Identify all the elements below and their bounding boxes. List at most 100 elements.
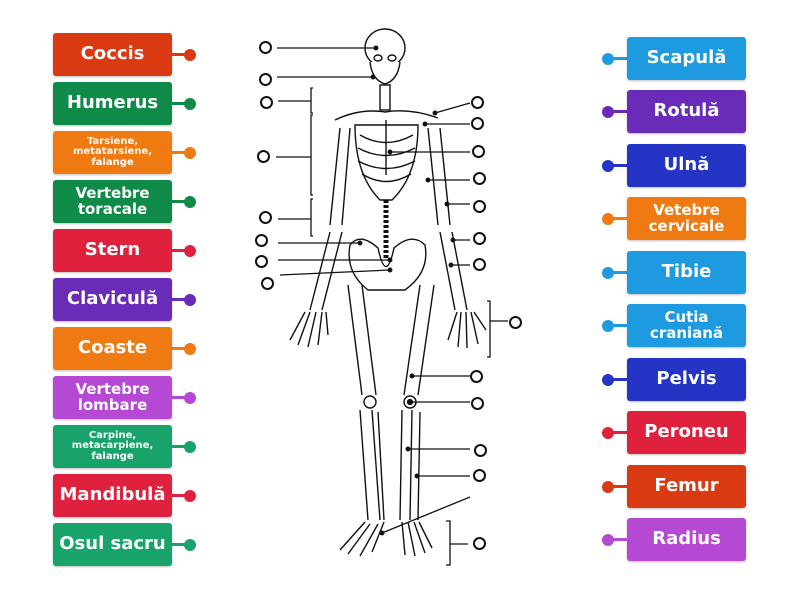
label-card-text: Vertebre lombare (75, 379, 150, 414)
connector-dot-icon[interactable] (602, 320, 614, 332)
label-card-vetebre-cervicale[interactable]: Vetebre cervicale (602, 197, 746, 240)
drop-target-circle-icon[interactable] (259, 73, 272, 86)
label-card-ulna[interactable]: Ulnă (602, 144, 746, 187)
drop-target-circle-icon[interactable] (509, 316, 522, 329)
label-card-mandibula[interactable]: Mandibulă (53, 474, 196, 517)
connector-line (172, 151, 188, 154)
label-card-coaste[interactable]: Coaste (53, 327, 196, 370)
drop-target-circle-icon[interactable] (473, 537, 486, 550)
label-card-vertebre-lombare[interactable]: Vertebre lombare (53, 376, 196, 419)
connector-dot-icon[interactable] (184, 49, 196, 61)
connector-line (172, 347, 188, 350)
drop-target-circle-icon[interactable] (474, 444, 487, 457)
connector-dot-icon[interactable] (602, 213, 614, 225)
drop-target-circle-icon[interactable] (470, 370, 483, 383)
label-card-text: Humerus (66, 92, 159, 114)
connector-dot-icon[interactable] (602, 160, 614, 172)
drop-target-circle-icon[interactable] (255, 255, 268, 268)
label-card-text: Vertebre toracale (75, 183, 150, 218)
label-card-pelvis[interactable]: Pelvis (602, 358, 746, 401)
connector-dot-icon[interactable] (184, 98, 196, 110)
connector-dot-icon[interactable] (184, 196, 196, 208)
label-card-text: Femur (654, 475, 719, 497)
label-card-cutia-craniana[interactable]: Cutia craniană (602, 304, 746, 347)
connector-line (172, 298, 188, 301)
label-card-text: Radius (652, 528, 721, 550)
label-card-text: Osul sacru (59, 533, 166, 555)
label-card-text: Vetebre cervicale (648, 200, 725, 235)
label-card-tibie[interactable]: Tibie (602, 251, 746, 294)
label-card-text: Pelvis (656, 368, 717, 390)
label-card-text: Coaste (77, 337, 148, 359)
connector-dot-icon[interactable] (602, 427, 614, 439)
drop-target-circle-icon[interactable] (473, 200, 486, 213)
connector-line (172, 396, 188, 399)
label-card-text: Stern (84, 239, 141, 261)
label-card-osul-sacru[interactable]: Osul sacru (53, 523, 196, 566)
label-card-femur[interactable]: Femur (602, 465, 746, 508)
label-card-tarsiene-metatarsiene-falange[interactable]: Tarsiene, metatarsiene, falange (53, 131, 196, 174)
connector-dot-icon[interactable] (602, 481, 614, 493)
skeleton-diagram (276, 28, 508, 566)
label-card-humerus[interactable]: Humerus (53, 82, 196, 125)
connector-line (611, 324, 627, 327)
label-card-text: Coccis (80, 43, 145, 65)
label-card-text: Carpine, metacarpiene, falange (71, 429, 154, 462)
connector-dot-icon[interactable] (602, 53, 614, 65)
connector-line (172, 543, 188, 546)
drop-target-circle-icon[interactable] (471, 117, 484, 130)
drop-target-circle-icon[interactable] (472, 145, 485, 158)
label-card-text: Rotulă (653, 100, 720, 122)
label-card-text: Scapulă (646, 47, 727, 69)
drop-target-circle-icon[interactable] (471, 397, 484, 410)
skeleton-outline (289, 28, 487, 557)
label-card-rotula[interactable]: Rotulă (602, 90, 746, 133)
label-card-stern[interactable]: Stern (53, 229, 196, 272)
label-card-text: Claviculă (66, 288, 159, 310)
connector-dot-icon[interactable] (184, 441, 196, 453)
label-card-clavicula[interactable]: Claviculă (53, 278, 196, 321)
drop-target-circle-icon[interactable] (259, 41, 272, 54)
connector-dot-icon[interactable] (184, 539, 196, 551)
drop-target-circle-icon[interactable] (255, 234, 268, 247)
drop-target-circle-icon[interactable] (261, 277, 274, 290)
drop-target-circle-icon[interactable] (257, 150, 270, 163)
connector-dot-icon[interactable] (184, 392, 196, 404)
label-card-text: Peroneu (644, 421, 729, 443)
connector-line (611, 431, 627, 434)
connector-line (172, 249, 188, 252)
drop-target-circle-icon[interactable] (471, 96, 484, 109)
connector-dot-icon[interactable] (184, 245, 196, 257)
leader-lines (276, 45, 508, 566)
drop-target-circle-icon[interactable] (259, 211, 272, 224)
drop-target-circle-icon[interactable] (473, 172, 486, 185)
drop-target-circle-icon[interactable] (473, 469, 486, 482)
label-card-carpine-metacarpiene-falange[interactable]: Carpine, metacarpiene, falange (53, 425, 196, 468)
label-card-text: Cutia craniană (649, 307, 724, 342)
label-card-radius[interactable]: Radius (602, 518, 746, 561)
label-card-text: Tarsiene, metatarsiene, falange (72, 135, 153, 168)
connector-line (172, 53, 188, 56)
connector-line (611, 217, 627, 220)
connector-dot-icon[interactable] (602, 374, 614, 386)
drop-target-circle-icon[interactable] (473, 258, 486, 271)
connector-line (611, 378, 627, 381)
connector-line (611, 485, 627, 488)
connector-line (611, 271, 627, 274)
connector-line (611, 164, 627, 167)
connector-line (172, 494, 188, 497)
label-card-vertebre-toracale[interactable]: Vertebre toracale (53, 180, 196, 223)
connector-dot-icon[interactable] (602, 534, 614, 546)
connector-line (172, 102, 188, 105)
connector-dot-icon[interactable] (184, 343, 196, 355)
connector-dot-icon[interactable] (184, 147, 196, 159)
connector-dot-icon[interactable] (184, 490, 196, 502)
connector-dot-icon[interactable] (602, 267, 614, 279)
drop-target-circle-icon[interactable] (260, 96, 273, 109)
label-card-peroneu[interactable]: Peroneu (602, 411, 746, 454)
drop-target-circle-icon[interactable] (473, 232, 486, 245)
connector-dot-icon[interactable] (602, 106, 614, 118)
label-card-scapula[interactable]: Scapulă (602, 37, 746, 80)
label-card-coccis[interactable]: Coccis (53, 33, 196, 76)
connector-dot-icon[interactable] (184, 294, 196, 306)
